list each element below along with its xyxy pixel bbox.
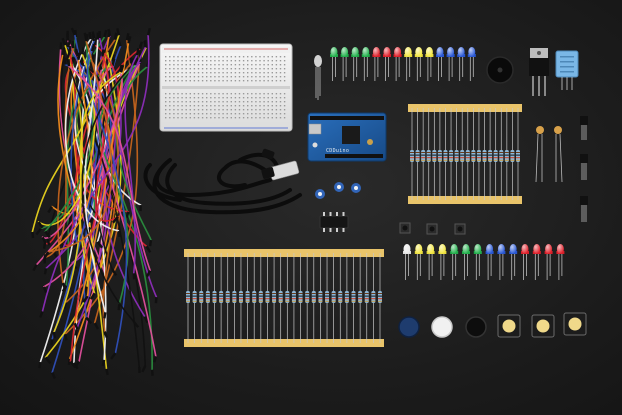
led-bottom-10 — [521, 244, 529, 280]
ic-chip — [319, 212, 349, 232]
led-bottom-0 — [403, 244, 411, 280]
led-top-11 — [446, 47, 455, 81]
button-caps — [398, 316, 487, 338]
led-top-4 — [372, 47, 381, 81]
led-top-6 — [393, 47, 402, 81]
led-bottom-13 — [556, 244, 565, 280]
photoresistors — [535, 126, 563, 183]
resistor-strip-bottom — [184, 249, 384, 347]
potentiometers — [315, 182, 361, 199]
led-bottom-4 — [450, 244, 459, 280]
led-top-8 — [414, 47, 423, 81]
led-row-bottom — [403, 244, 565, 280]
led-top-10 — [436, 47, 444, 81]
led-top-3 — [361, 47, 370, 81]
led-row-top — [330, 47, 476, 81]
large-push-buttons — [497, 312, 587, 338]
led-bottom-9 — [509, 244, 518, 280]
led-bottom-7 — [485, 244, 494, 280]
led-top-1 — [340, 47, 349, 81]
usb-cable — [143, 152, 302, 215]
led-bottom-3 — [438, 244, 447, 280]
transistors — [580, 116, 588, 222]
rgb-led — [314, 55, 322, 100]
microcontroller-board: CDDuino — [307, 112, 387, 162]
resistor-strip-top — [408, 104, 522, 204]
led-bottom-8 — [497, 244, 506, 280]
led-bottom-5 — [462, 244, 470, 280]
led-bottom-1 — [414, 244, 423, 280]
led-top-5 — [383, 47, 391, 81]
voltage-regulator — [529, 48, 549, 96]
led-bottom-12 — [544, 244, 553, 280]
led-bottom-2 — [426, 244, 435, 280]
led-top-2 — [351, 47, 360, 81]
led-bottom-6 — [473, 244, 482, 280]
jumper-wire-bundle — [31, 27, 158, 379]
buzzer — [486, 56, 514, 84]
board-label: CDDuino — [326, 148, 349, 154]
usb-mini-plug — [261, 148, 275, 160]
led-top-13 — [467, 47, 476, 81]
humidity-sensor — [555, 50, 579, 90]
tactile-switches — [399, 222, 466, 235]
led-top-12 — [457, 47, 466, 81]
led-top-7 — [404, 47, 413, 81]
led-bottom-11 — [532, 244, 541, 280]
led-top-9 — [425, 47, 434, 81]
breadboard — [159, 43, 293, 132]
led-top-0 — [330, 47, 338, 81]
